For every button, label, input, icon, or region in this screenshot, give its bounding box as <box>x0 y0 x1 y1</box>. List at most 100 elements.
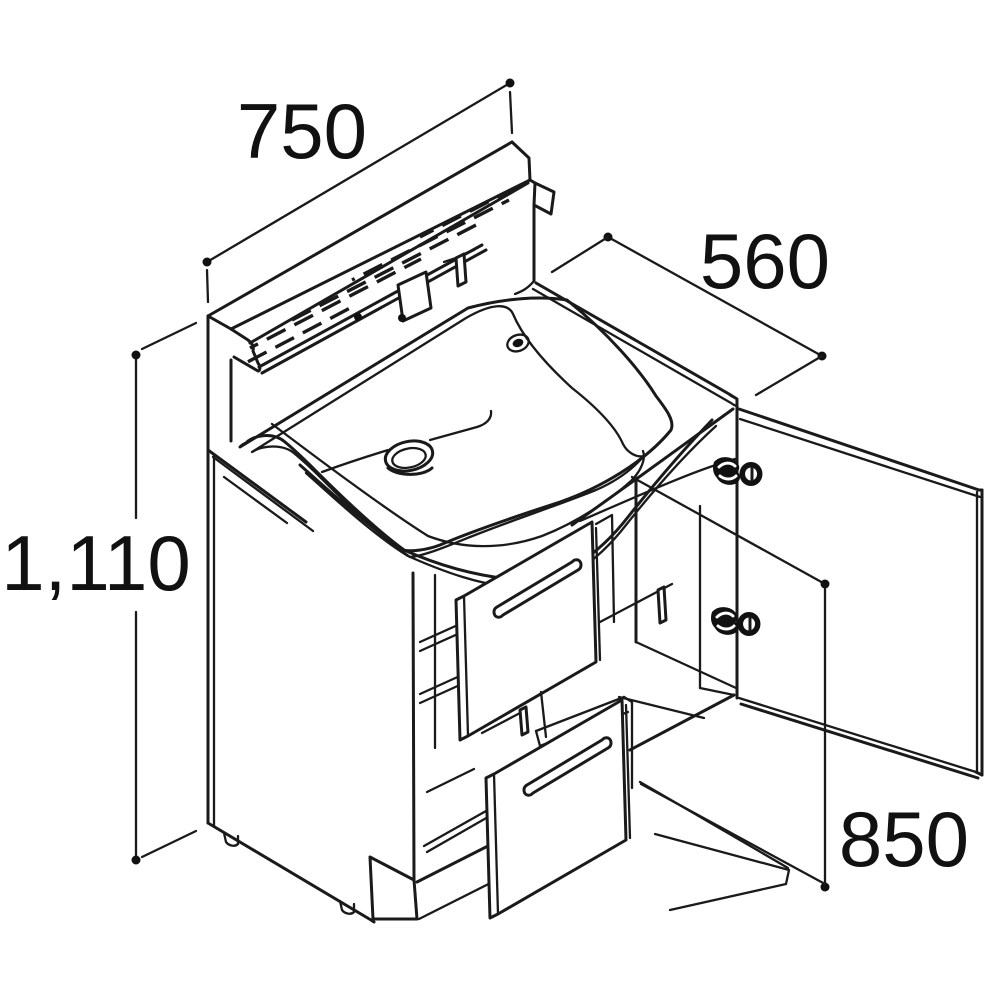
drawing-line <box>639 782 827 886</box>
overflow-hole <box>506 333 530 353</box>
drawer-rails <box>418 622 464 705</box>
drawing-line <box>711 607 738 635</box>
drawing-line <box>206 314 233 331</box>
drawing-line <box>462 594 470 738</box>
drawing-line <box>411 571 416 882</box>
drawing-line <box>518 705 530 737</box>
hinge-upper <box>713 457 763 486</box>
drawing-line <box>249 257 422 350</box>
drawing-line <box>508 90 514 135</box>
drawing-line <box>718 474 738 481</box>
backsplash-dashed-lines <box>239 183 522 368</box>
drawing-line <box>656 585 668 625</box>
drawing-line <box>594 513 616 624</box>
drawing-line <box>140 829 198 859</box>
screw-dot <box>354 313 362 321</box>
dim-height-label: 1,110 <box>1 519 190 607</box>
drawing-line <box>738 417 982 499</box>
drawing-line <box>428 409 493 442</box>
drawing-line <box>206 821 376 924</box>
drawing-line <box>396 270 433 323</box>
drawing-line <box>298 418 714 582</box>
drawing-line <box>425 815 490 854</box>
drawing-line <box>425 767 476 794</box>
dim-width-750: 750 <box>202 78 515 304</box>
drawing-line <box>531 287 740 409</box>
drawing-line <box>594 526 602 662</box>
drawing-line <box>532 181 537 207</box>
drawing-line <box>338 899 356 915</box>
drawer-upper <box>454 513 674 742</box>
drawing-ellipse <box>506 333 530 353</box>
drawing-ellipse <box>383 439 435 473</box>
drawing-line <box>206 140 514 318</box>
drawing-line <box>570 407 735 527</box>
counter-sink <box>206 279 740 590</box>
drain-plug <box>383 439 435 476</box>
dimension-dot <box>202 257 212 267</box>
drawing-line <box>716 624 736 631</box>
drawing-line <box>492 772 500 916</box>
drawing-line <box>205 81 512 264</box>
dimension-dot <box>131 855 141 865</box>
drawing-line <box>534 695 626 733</box>
dim-depth-label: 560 <box>700 217 830 305</box>
dimension-dot <box>820 882 830 892</box>
drawing-line <box>739 702 980 780</box>
drawing-line <box>628 693 736 752</box>
drawer-lower-handle <box>522 736 613 797</box>
dimension-dot <box>505 78 515 88</box>
drawing-line <box>351 198 510 282</box>
dim-height-1110: 1,110 <box>1 321 198 865</box>
hinge-lower <box>711 607 761 636</box>
drawing-line <box>419 183 522 239</box>
drawing-line <box>715 611 735 619</box>
dimension-dot <box>820 579 830 589</box>
drawing-line <box>454 252 468 288</box>
drawing-line <box>291 222 479 322</box>
drawing-ellipse <box>391 446 427 470</box>
mounting-tab <box>442 248 476 288</box>
drawing-line <box>617 695 706 720</box>
drawer-upper-handle <box>492 558 583 619</box>
drawing-line <box>386 466 434 476</box>
basin-rim <box>238 296 674 553</box>
dim-counter-height-850: 850 <box>630 475 969 892</box>
drawing-line <box>205 268 210 304</box>
drawing-line <box>754 354 824 397</box>
drawing-line <box>418 682 464 705</box>
drawing-line <box>418 673 464 696</box>
drawing-line <box>304 424 718 590</box>
drawing-line <box>624 703 632 840</box>
drawing-line <box>634 640 738 690</box>
drawing-line <box>513 279 536 296</box>
drawing-line <box>442 256 458 264</box>
backsplash <box>206 140 556 452</box>
drawing-line <box>422 809 488 848</box>
drawing-line <box>418 631 462 653</box>
drawing-line <box>606 235 824 358</box>
cabinet-feet <box>222 831 356 915</box>
dimension-dot <box>398 314 406 322</box>
drawing-line <box>630 475 827 586</box>
drawing-line <box>539 690 548 739</box>
drawing-line <box>737 407 981 492</box>
drawing-line <box>206 448 308 524</box>
drawing-line <box>737 612 761 636</box>
dim-counter-height-label: 850 <box>839 795 969 883</box>
drawing-line <box>622 695 634 790</box>
drawing-line <box>480 711 522 735</box>
drawing-line <box>211 455 315 533</box>
drawing-line <box>737 400 982 776</box>
drawing-line <box>239 305 353 368</box>
drawing-line <box>229 327 262 373</box>
drawing-line <box>698 686 736 697</box>
drawing-line <box>550 235 610 274</box>
drawing-line <box>462 248 476 256</box>
drawing-line <box>222 831 240 847</box>
drawing-line <box>418 622 462 644</box>
drawing-line <box>260 248 488 375</box>
dim-width-label: 750 <box>237 87 367 175</box>
